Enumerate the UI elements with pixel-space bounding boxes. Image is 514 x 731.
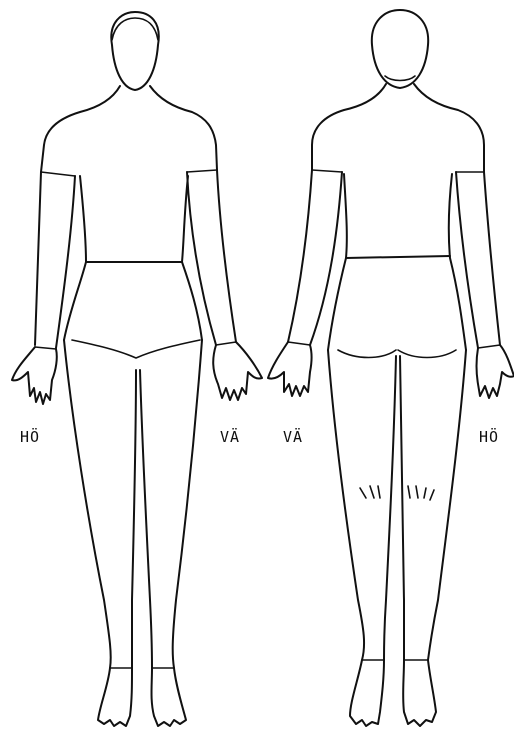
- front-leg-left-outer: [64, 340, 111, 668]
- back-leg-left-inner: [384, 356, 396, 660]
- front-foot-right: [152, 668, 187, 726]
- back-hand-left: [268, 342, 312, 396]
- front-leg-right-outer: [173, 340, 202, 668]
- back-arm-left-outer: [288, 170, 312, 342]
- back-leg-right-inner: [400, 356, 404, 660]
- back-arm-right-outer: [484, 172, 500, 345]
- front-arm-left-inner: [56, 176, 75, 348]
- back-sleeve-left: [312, 170, 342, 172]
- back-body-outline: [268, 10, 514, 726]
- front-left-side-label: HÖ: [20, 428, 40, 446]
- back-leg-right-outer: [428, 350, 466, 660]
- front-arm-right-inner: [187, 172, 216, 345]
- front-foot-left: [98, 668, 132, 726]
- front-shoulder-line-left: [41, 86, 120, 172]
- front-head: [111, 12, 158, 90]
- back-arm-right-inner: [456, 172, 478, 348]
- back-foot-left: [350, 660, 384, 726]
- front-hand-right: [213, 342, 262, 400]
- back-arm-left-inner: [310, 172, 342, 345]
- back-shoulder-line-left: [312, 84, 386, 170]
- back-wrist-left: [288, 342, 310, 345]
- front-shoulder-line-right: [150, 86, 217, 170]
- back-shoulder-line-right: [414, 84, 484, 172]
- front-hand-left: [12, 347, 57, 404]
- front-hairline: [112, 18, 158, 40]
- back-head: [372, 10, 428, 88]
- back-wrist-right: [478, 345, 500, 348]
- back-buttock-right: [398, 350, 456, 358]
- front-leg-left-inner: [132, 370, 136, 668]
- front-wrist-right: [216, 342, 236, 345]
- back-buttock-left: [338, 350, 396, 358]
- back-leg-left-outer: [328, 350, 364, 660]
- front-sleeve-right: [187, 170, 217, 172]
- front-arm-left-outer: [35, 172, 41, 345]
- front-briefs-line: [72, 340, 200, 358]
- front-leg-right-inner: [140, 370, 152, 668]
- back-right-side-label: HÖ: [479, 428, 499, 446]
- front-body-outline: [12, 12, 262, 726]
- front-torso-right: [182, 176, 202, 340]
- front-wrist-left: [35, 347, 56, 349]
- back-knee-marks-left: [360, 486, 380, 498]
- front-right-side-label: VÄ: [220, 428, 240, 446]
- back-hairline: [385, 76, 415, 81]
- back-knee-marks-right: [408, 486, 434, 500]
- back-hand-right: [477, 345, 514, 398]
- front-sleeve-left: [41, 172, 75, 176]
- front-arm-right-outer: [217, 170, 236, 342]
- back-left-side-label: VÄ: [283, 428, 303, 446]
- back-waistline: [346, 256, 450, 258]
- back-foot-right: [403, 660, 436, 726]
